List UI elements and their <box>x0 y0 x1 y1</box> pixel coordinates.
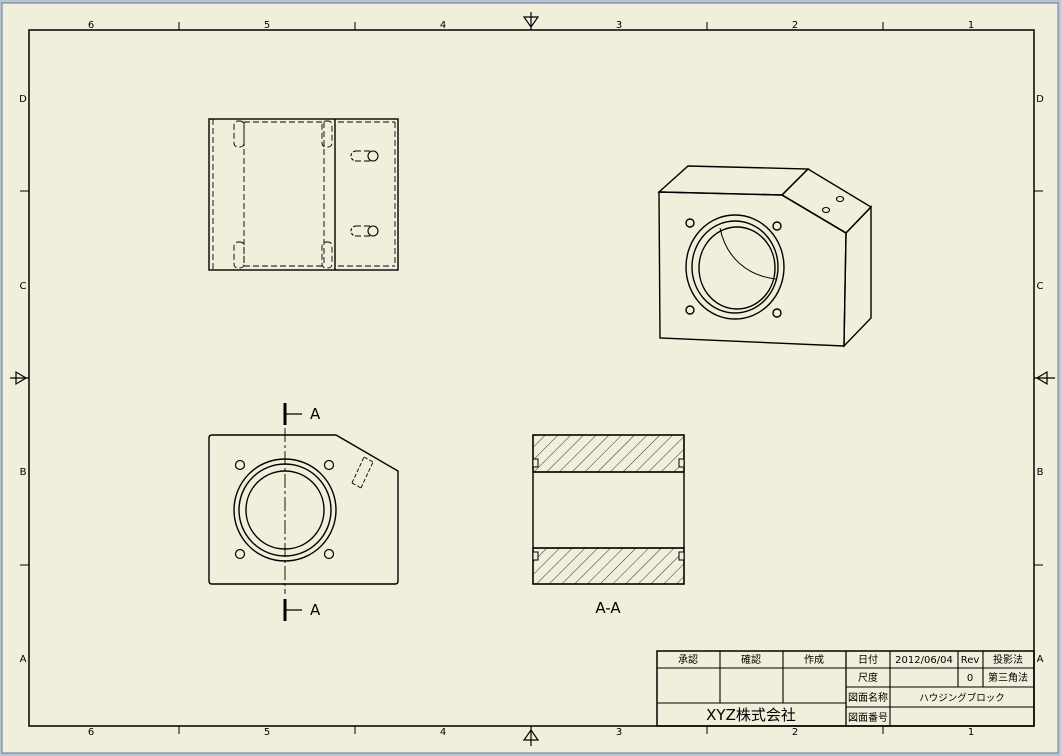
zone-row-right-b: B <box>1037 467 1044 478</box>
zone-col-top-5: 5 <box>264 20 270 31</box>
tb-create: 作成 <box>804 654 824 666</box>
section-view <box>532 434 685 585</box>
tb-projection-label: 投影法 <box>993 653 1023 666</box>
front-view <box>208 403 399 621</box>
zone-col-top-2: 2 <box>792 20 798 31</box>
zone-ticks <box>20 22 1043 734</box>
zone-row-left-d: D <box>19 94 27 105</box>
zone-row-right-d: D <box>1036 94 1044 105</box>
tb-drawing-number-label: 図面番号 <box>848 712 888 724</box>
section-marker-top: A <box>310 405 321 423</box>
zone-col-bottom-2: 2 <box>792 727 798 738</box>
zone-row-left-c: C <box>20 281 27 292</box>
tb-company: XYZ株式会社 <box>706 706 796 724</box>
section-marker-bottom: A <box>310 601 321 619</box>
tb-projection-value: 第三角法 <box>988 671 1028 684</box>
tb-rev-value: 0 <box>967 673 973 684</box>
zone-row-right-c: C <box>1037 281 1044 292</box>
zone-row-right-a: A <box>1037 654 1044 665</box>
centering-marks <box>10 12 1055 746</box>
zone-col-top-1: 1 <box>968 20 974 31</box>
zone-col-bottom-4: 4 <box>440 727 446 738</box>
section-label: A-A <box>595 599 621 617</box>
zone-row-left-a: A <box>20 654 27 665</box>
title-block <box>656 650 1035 727</box>
tb-drawing-name-value: ハウジングブロック <box>919 692 1005 704</box>
zone-col-bottom-3: 3 <box>616 727 622 738</box>
tb-date-label: 日付 <box>858 653 878 666</box>
top-view <box>208 118 399 271</box>
zone-col-top-3: 3 <box>616 20 622 31</box>
zone-row-left-b: B <box>20 467 27 478</box>
tb-approve: 承認 <box>678 653 698 666</box>
tb-check: 確認 <box>741 653 761 666</box>
zone-col-top-6: 6 <box>88 20 94 31</box>
zone-col-bottom-6: 6 <box>88 727 94 738</box>
tb-date-value: 2012/06/04 <box>895 655 953 666</box>
zone-col-bottom-5: 5 <box>264 727 270 738</box>
zone-col-bottom-1: 1 <box>968 727 974 738</box>
tb-scale-label: 尺度 <box>858 671 878 684</box>
zone-col-top-4: 4 <box>440 20 446 31</box>
tb-drawing-name-label: 図面名称 <box>848 691 888 704</box>
isometric-view <box>657 165 873 348</box>
tb-rev-label: Rev <box>961 655 980 666</box>
